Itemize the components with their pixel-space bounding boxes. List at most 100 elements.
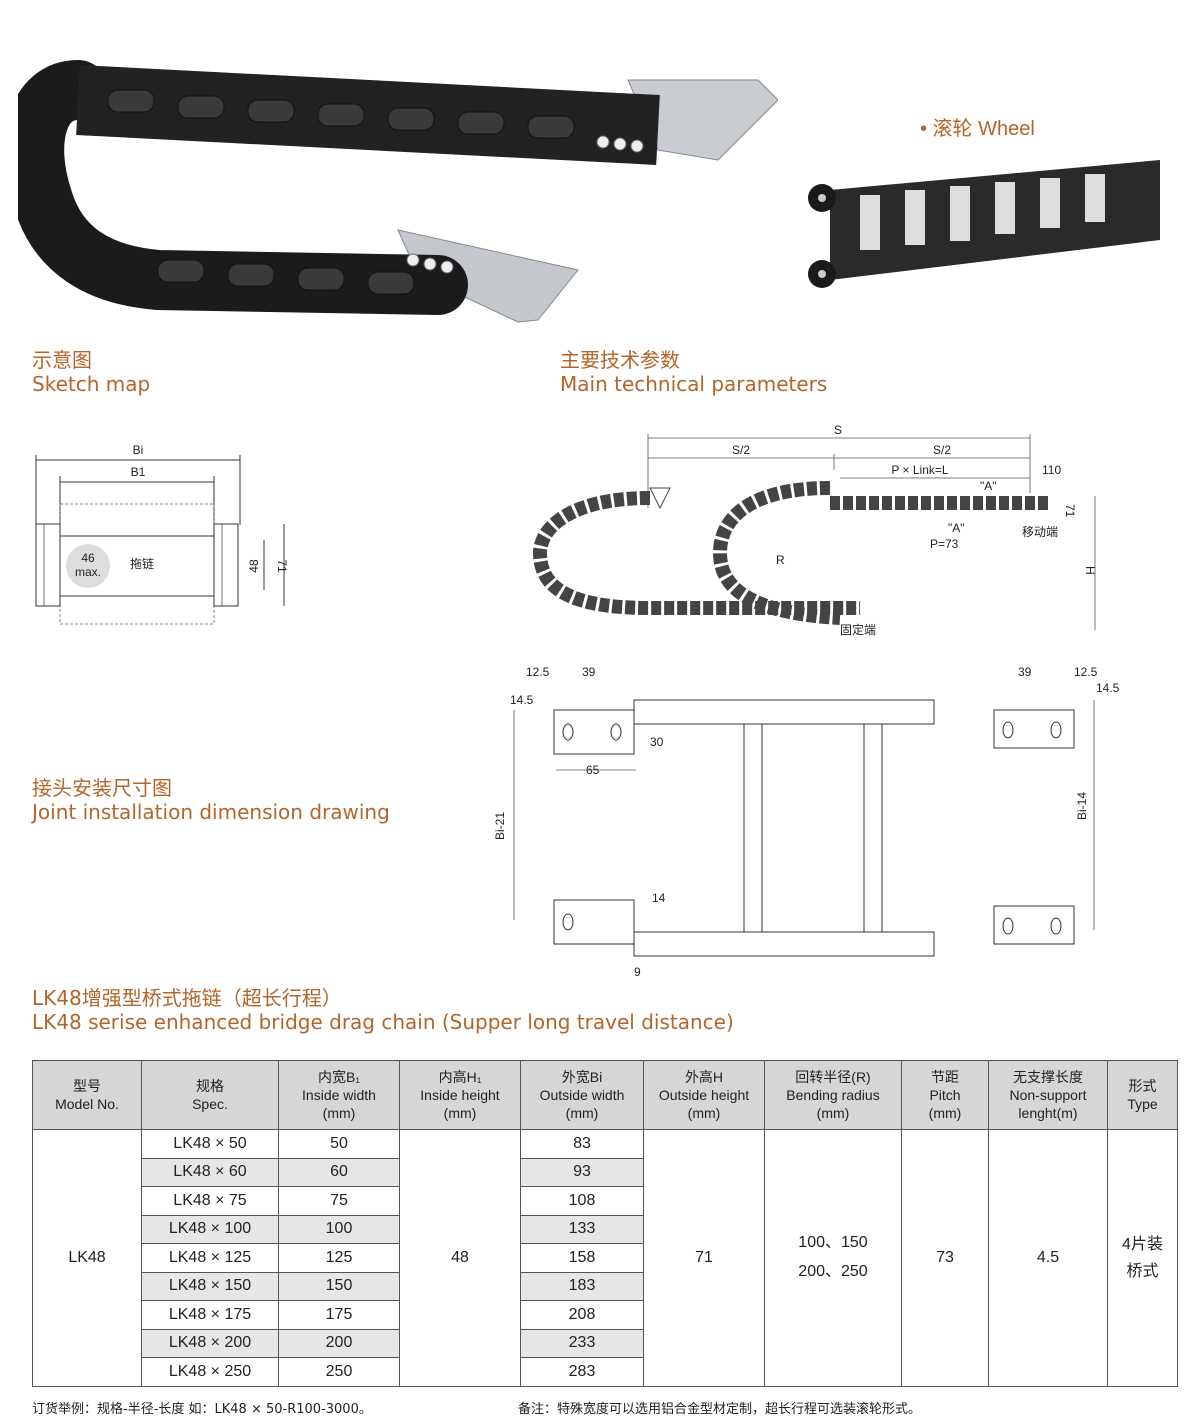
- param-110-label: 110: [1042, 463, 1061, 477]
- header-bending-radius: 回转半径(R)Bending radius(mm): [764, 1060, 902, 1130]
- param-71-label: 71: [1063, 504, 1077, 518]
- type-cell: 4片装桥式: [1107, 1129, 1178, 1387]
- pitch-cell: 73: [901, 1129, 989, 1387]
- joint-bi21-label: Bi-21: [493, 812, 507, 840]
- spec-cell: LK48 × 75: [141, 1186, 279, 1216]
- params-title-en: Main technical parameters: [560, 372, 828, 396]
- inner-width-cell: 250: [278, 1357, 400, 1387]
- outer-width-cell: 283: [520, 1357, 644, 1387]
- joint-39b-label: 39: [1018, 665, 1032, 679]
- inner-width-cell: 200: [278, 1328, 400, 1358]
- outer-width-cell: 208: [520, 1300, 644, 1330]
- joint-39a-label: 39: [582, 665, 596, 679]
- param-s2a-label: S/2: [732, 443, 750, 457]
- order-example: 订货举例：规格-半径-长度 如：LK48 × 50-R100-3000。: [32, 1402, 372, 1417]
- joint-14-5a-label: 14.5: [510, 693, 534, 707]
- sketch-max-text: max.: [75, 565, 101, 579]
- wheel-chain-photo: [800, 150, 1170, 290]
- outer-width-cell: 93: [520, 1157, 644, 1187]
- spec-cell: LK48 × 100: [141, 1214, 279, 1244]
- inner-width-cell: 75: [278, 1186, 400, 1216]
- outer-height-cell: 71: [643, 1129, 765, 1387]
- sketch-max-value: 46: [81, 551, 95, 565]
- sketch-title-en: Sketch map: [32, 372, 151, 396]
- table-row: LK48 × 250 250 283: [33, 1357, 1178, 1387]
- inner-width-cell: 50: [278, 1129, 400, 1159]
- sketch-48-label: 48: [247, 559, 261, 573]
- sketch-71-label: 71: [275, 559, 289, 573]
- note: 备注：特殊宽度可以选用铝合金型材定制，超长行程可选装滚轮形式。: [518, 1402, 922, 1417]
- sketch-bi-label: Bi: [133, 443, 144, 457]
- param-p73-label: P=73: [930, 537, 959, 551]
- params-title-cn: 主要技术参数: [560, 348, 680, 372]
- inner-height-cell: 48: [399, 1129, 521, 1387]
- outer-width-cell: 183: [520, 1271, 644, 1301]
- sketch-map-diagram: Bi B1 46 max. 拖链 48 71: [28, 440, 298, 630]
- param-fixed-label: 固定端: [840, 622, 876, 637]
- param-s-label: S: [834, 423, 842, 437]
- joint-14-5b-label: 14.5: [1096, 681, 1120, 695]
- spec-cell: LK48 × 200: [141, 1328, 279, 1358]
- sketch-chain-label: 拖链: [130, 556, 154, 571]
- product-title-en: LK48 serise enhanced bridge drag chain (…: [32, 1010, 734, 1034]
- param-moving-label: 移动端: [1022, 525, 1058, 539]
- inner-width-cell: 150: [278, 1271, 400, 1301]
- inner-width-cell: 60: [278, 1157, 400, 1187]
- unsupported-length-cell: 4.5: [988, 1129, 1108, 1387]
- table-row: LK48 × 200 200 233: [33, 1328, 1178, 1358]
- joint-30-label: 30: [650, 735, 664, 749]
- spec-cell: LK48 × 50: [141, 1129, 279, 1159]
- inner-width-cell: 125: [278, 1243, 400, 1273]
- outer-width-cell: 83: [520, 1129, 644, 1159]
- inner-width-cell: 175: [278, 1300, 400, 1330]
- param-a-bottom-label: "A": [948, 521, 965, 535]
- parameters-diagram: S S/2 S/2 P × Link=L 110 "A" P=73 "A" 移动…: [530, 418, 1110, 648]
- table-row: LK48 × 175 175 208: [33, 1300, 1178, 1330]
- param-pxlink-label: P × Link=L: [891, 463, 948, 477]
- joint-14-label: 14: [652, 891, 666, 905]
- spec-cell: LK48 × 125: [141, 1243, 279, 1273]
- spec-cell: LK48 × 60: [141, 1157, 279, 1187]
- param-a-top-label: "A": [980, 479, 997, 493]
- param-r-label: R: [776, 553, 785, 567]
- joint-diagram: 12.5 39 14.5 30 65 Bi-21 14 9 39 12.5 14…: [490, 660, 1140, 990]
- table-row: LK48 × 125 125 158: [33, 1243, 1178, 1273]
- joint-title-en: Joint installation dimension drawing: [32, 800, 390, 824]
- joint-12-5a-label: 12.5: [526, 665, 550, 679]
- spec-cell: LK48 × 250: [141, 1357, 279, 1387]
- drag-chain-photo: [18, 60, 778, 330]
- product-title-cn: LK48增强型桥式拖链（超长行程）: [32, 986, 342, 1010]
- joint-bi14-label: Bi-14: [1075, 792, 1089, 820]
- inner-width-cell: 100: [278, 1214, 400, 1244]
- outer-width-cell: 133: [520, 1214, 644, 1244]
- wheel-label: • 滚轮 Wheel: [920, 118, 1035, 140]
- joint-9-label: 9: [634, 965, 641, 979]
- outer-width-cell: 233: [520, 1328, 644, 1358]
- model-cell: LK48: [32, 1129, 142, 1387]
- outer-width-cell: 108: [520, 1186, 644, 1216]
- joint-title-cn: 接头安装尺寸图: [32, 776, 172, 800]
- table-row: LK48 × 60 60 93: [33, 1157, 1178, 1187]
- outer-width-cell: 158: [520, 1243, 644, 1273]
- sketch-title-cn: 示意图: [32, 348, 92, 372]
- param-s2b-label: S/2: [933, 443, 951, 457]
- param-h-label: H: [1083, 566, 1097, 575]
- table-row: LK48 × 150 150 183: [33, 1271, 1178, 1301]
- spec-cell: LK48 × 150: [141, 1271, 279, 1301]
- joint-12-5b-label: 12.5: [1074, 665, 1098, 679]
- spec-cell: LK48 × 175: [141, 1300, 279, 1330]
- sketch-b1-label: B1: [131, 465, 146, 479]
